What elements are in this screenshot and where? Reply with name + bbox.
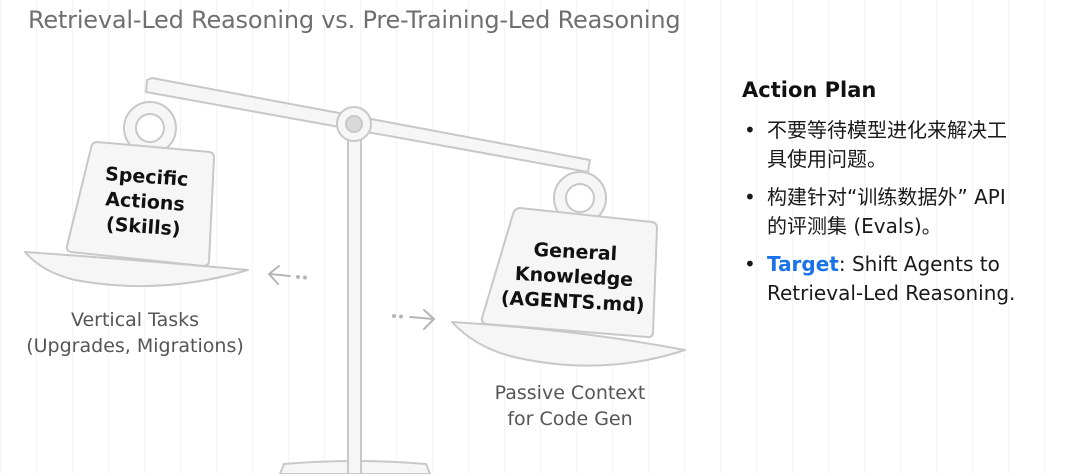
list-item-line: 具使用问题。 bbox=[767, 145, 1062, 174]
bullet-icon: • bbox=[744, 250, 756, 279]
caption-line: for Code Gen bbox=[470, 406, 670, 432]
left-weight-label: Specific Actions (Skills) bbox=[80, 161, 211, 245]
list-item-line: Target: Shift Agents to bbox=[767, 250, 1062, 279]
target-keyword: Target bbox=[767, 252, 839, 276]
list-item: • 构建针对“训练数据外” API 的评测集 (Evals)。 bbox=[742, 183, 1062, 241]
list-item: • Target: Shift Agents to Retrieval-Led … bbox=[742, 250, 1062, 308]
caption-line: Passive Context bbox=[470, 380, 670, 406]
action-plan-panel: Action Plan • 不要等待模型进化来解决工 具使用问题。 • 构建针对… bbox=[742, 78, 1062, 317]
list-item-line: Retrieval-Led Reasoning. bbox=[767, 279, 1062, 308]
action-plan-title: Action Plan bbox=[742, 78, 1062, 102]
scale-pole bbox=[348, 125, 361, 474]
bullet-icon: • bbox=[744, 116, 756, 145]
action-plan-list: • 不要等待模型进化来解决工 具使用问题。 • 构建针对“训练数据外” API … bbox=[742, 116, 1062, 308]
right-pan-caption: Passive Context for Code Gen bbox=[470, 380, 670, 432]
caption-line: (Upgrades, Migrations) bbox=[20, 333, 250, 359]
list-item-line: 的评测集 (Evals)。 bbox=[767, 212, 1062, 241]
caption-line: Vertical Tasks bbox=[20, 307, 250, 333]
target-text: : Shift Agents to bbox=[839, 252, 1000, 276]
bullet-icon: • bbox=[744, 183, 756, 212]
right-weight-label: General Knowledge (AGENTS.md) bbox=[488, 236, 660, 320]
arrow-left-icon bbox=[269, 266, 306, 284]
list-item-line: 不要等待模型进化来解决工 bbox=[767, 116, 1062, 145]
list-item-line: 构建针对“训练数据外” API bbox=[767, 183, 1062, 212]
left-pan-caption: Vertical Tasks (Upgrades, Migrations) bbox=[20, 307, 250, 359]
list-item: • 不要等待模型进化来解决工 具使用问题。 bbox=[742, 116, 1062, 174]
arrow-right-icon bbox=[393, 310, 434, 329]
